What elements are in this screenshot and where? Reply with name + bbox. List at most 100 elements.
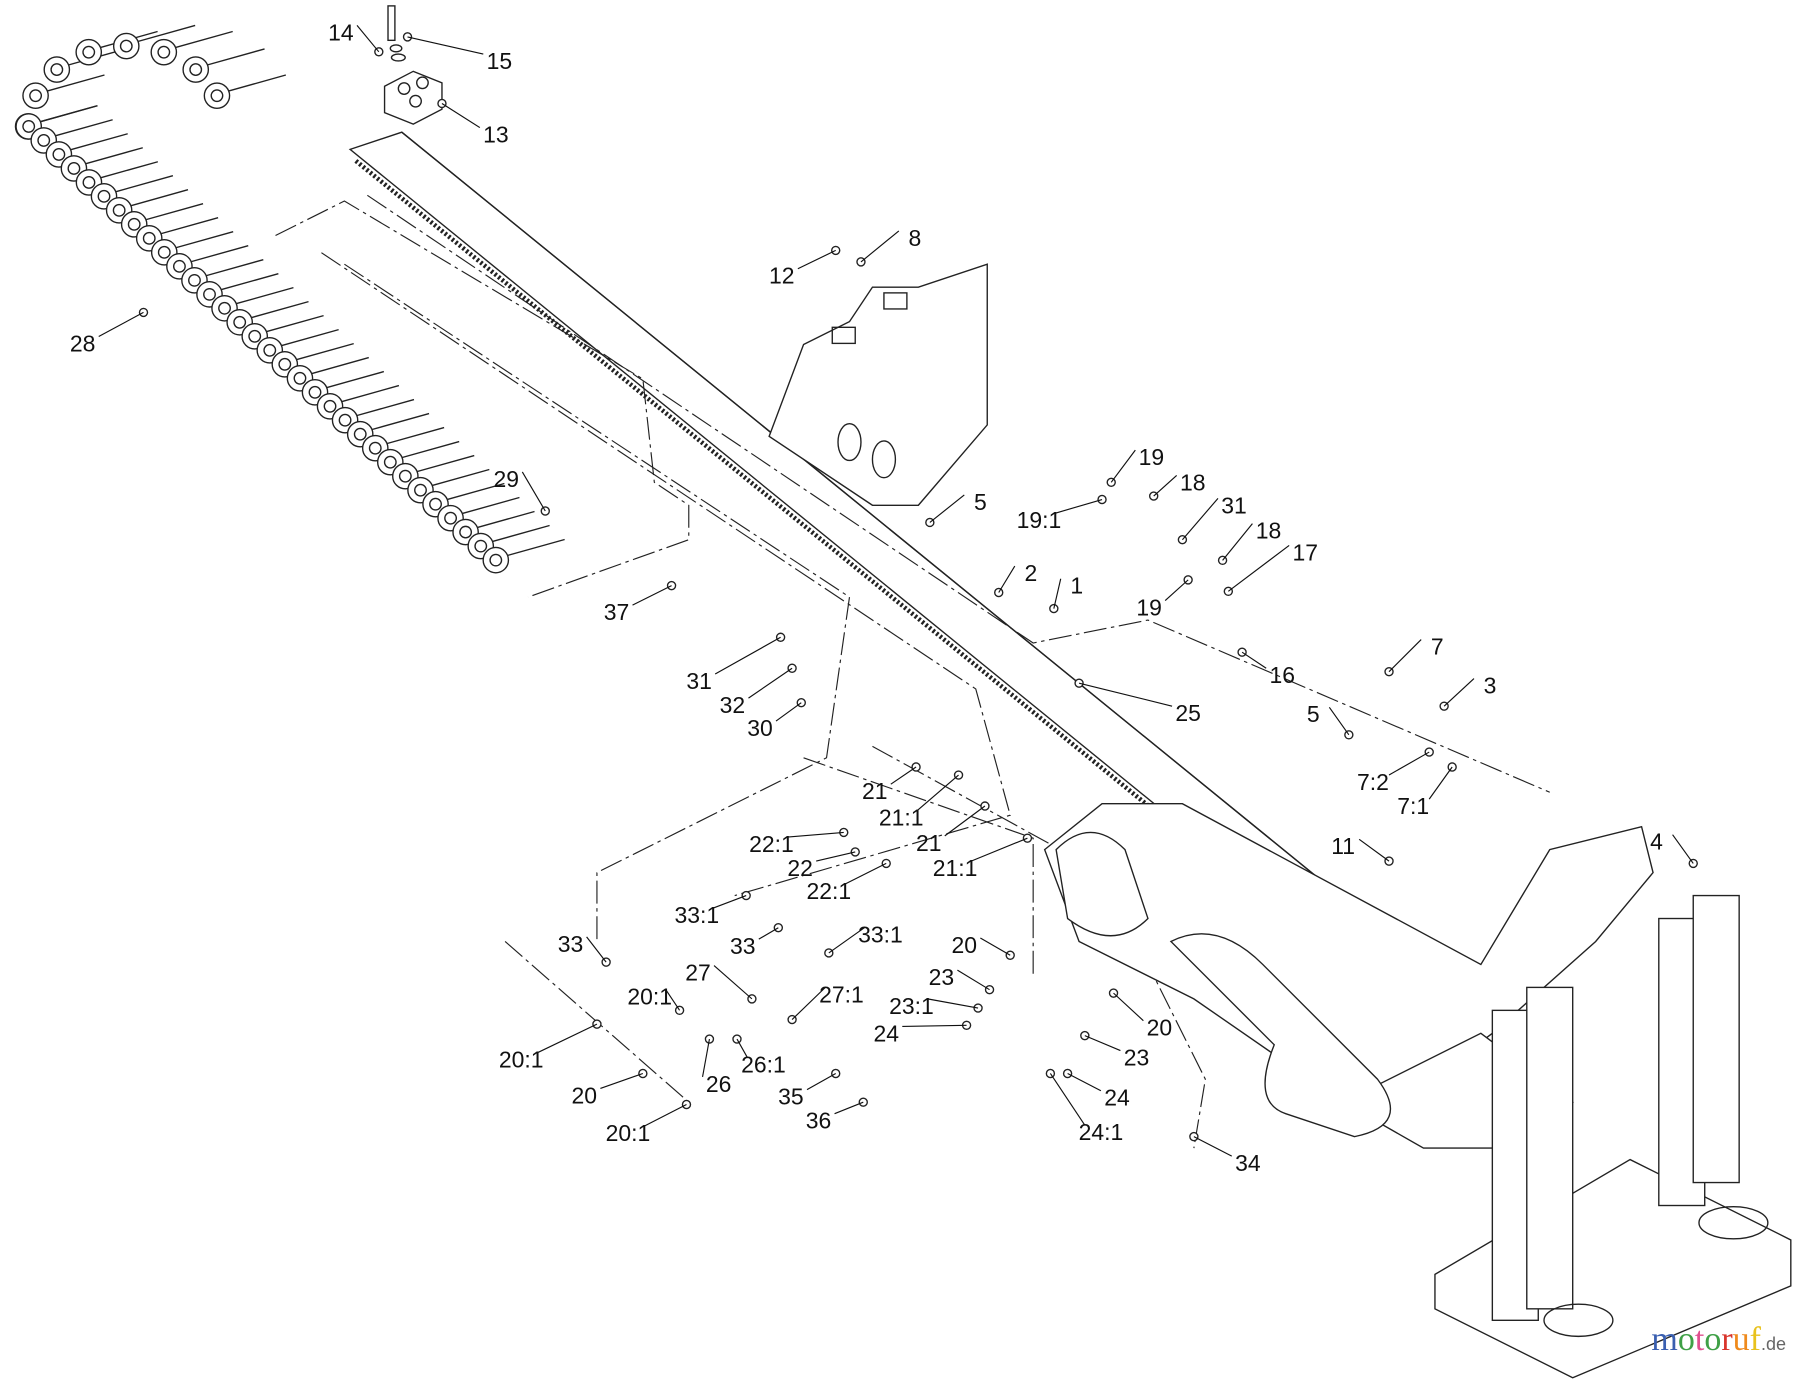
- callout-label: 7: [1431, 633, 1444, 659]
- leader-line: [998, 565, 1016, 593]
- callout-label: 13: [483, 121, 509, 147]
- callout-label: 28: [70, 330, 96, 356]
- leader-line: [834, 1101, 864, 1115]
- leader-line: [701, 1038, 711, 1078]
- callout-label: 7:2: [1357, 769, 1389, 795]
- clamp-block: [383, 5, 443, 125]
- callout-label: 7:1: [1397, 793, 1429, 819]
- leader-line: [441, 102, 481, 129]
- chain-link: [75, 38, 103, 66]
- callout-label: 33:1: [674, 902, 719, 928]
- leader-line: [714, 636, 781, 675]
- leader-line: [775, 702, 802, 722]
- leader-line: [356, 25, 380, 53]
- callout-label: 33: [558, 931, 584, 957]
- chain-link: [43, 56, 71, 83]
- callout-label: 31: [1221, 492, 1247, 518]
- callout-label: 22:1: [806, 878, 851, 904]
- callout-label: 20:1: [606, 1120, 651, 1146]
- chain-link: [182, 56, 210, 83]
- callout-label: 2: [1024, 560, 1037, 586]
- carriage-bracket: [768, 263, 988, 506]
- leader-line: [791, 986, 826, 1020]
- leader-line: [1388, 751, 1430, 776]
- leader-line: [632, 585, 672, 606]
- leader-line: [1428, 766, 1453, 800]
- leader-line: [1078, 682, 1173, 707]
- callout-label: 20:1: [499, 1047, 544, 1073]
- leader-line: [927, 998, 979, 1009]
- leader-line: [600, 1072, 644, 1089]
- leader-line: [1358, 838, 1390, 862]
- leader-line: [1084, 1035, 1121, 1052]
- part-fitting: [402, 32, 413, 42]
- leader-line: [916, 774, 959, 812]
- callout-label: 15: [487, 48, 513, 74]
- callout-label: 27:1: [819, 981, 864, 1007]
- chain-link: [150, 38, 178, 66]
- callout-label: 17: [1292, 539, 1318, 565]
- leader-line: [1227, 544, 1290, 592]
- callout-label: 34: [1235, 1150, 1261, 1176]
- leader-line: [1328, 706, 1350, 736]
- leader-line: [536, 1023, 598, 1054]
- leader-line: [1241, 651, 1267, 669]
- leader-line: [860, 230, 900, 263]
- callout-label: 12: [769, 263, 795, 289]
- logo-letter: m: [1651, 1321, 1678, 1358]
- base-frame: [1043, 803, 1792, 1379]
- part-fitting: [1447, 762, 1457, 772]
- part-fitting: [732, 1034, 742, 1044]
- chain-link: [112, 32, 140, 60]
- logo-letter: f: [1749, 1321, 1761, 1358]
- callout-label: 1: [1070, 573, 1083, 599]
- callout-label: 19:1: [1017, 507, 1062, 533]
- callout-label: 21:1: [933, 855, 978, 881]
- leader-line: [1054, 498, 1103, 514]
- callout-label: 22: [787, 855, 813, 881]
- leader-line: [407, 36, 484, 55]
- callout-label: 20:1: [627, 984, 672, 1010]
- cable-drag-chain: [14, 24, 565, 574]
- chain-link: [482, 546, 510, 574]
- leader-line: [816, 851, 856, 862]
- logo-letter: r: [1721, 1321, 1733, 1358]
- leader-line: [980, 937, 1011, 956]
- part-fitting: [1080, 1030, 1090, 1041]
- part-fitting: [1074, 678, 1084, 688]
- part-fitting: [831, 1068, 841, 1079]
- part-fitting: [1237, 647, 1247, 657]
- leader-line: [929, 494, 965, 523]
- chain-link: [22, 82, 49, 109]
- leader-line: [1049, 1073, 1086, 1126]
- leader-line: [713, 965, 753, 1000]
- logo-letter: o: [1677, 1321, 1695, 1358]
- callout-label: 11: [1331, 833, 1355, 859]
- leader-line: [521, 471, 546, 512]
- part-fitting: [138, 307, 149, 318]
- part-fitting: [540, 506, 550, 516]
- callout-label: 24: [1104, 1085, 1130, 1111]
- leader-line: [1053, 578, 1062, 609]
- part-fitting: [1424, 747, 1434, 757]
- leader-line: [758, 927, 779, 940]
- leader-line: [806, 1072, 836, 1091]
- leader-line: [1067, 1072, 1102, 1092]
- callout-label: 32: [720, 692, 746, 718]
- leader-line: [748, 667, 793, 699]
- callout-label: 24: [873, 1020, 899, 1046]
- leader-line: [643, 1103, 687, 1127]
- motoruf-watermark-logo: motoruf.de: [1651, 1321, 1786, 1359]
- callout-label: 23: [929, 964, 955, 990]
- leader-line: [1193, 1136, 1233, 1157]
- leader-line: [712, 895, 747, 909]
- part-fitting: [638, 1068, 648, 1079]
- logo-letter: t: [1694, 1321, 1705, 1358]
- leader-line: [957, 969, 990, 991]
- callout-label: 33:1: [858, 922, 903, 948]
- leader-line: [1113, 992, 1144, 1022]
- leader-line: [586, 936, 607, 963]
- leader-line: [970, 837, 1028, 862]
